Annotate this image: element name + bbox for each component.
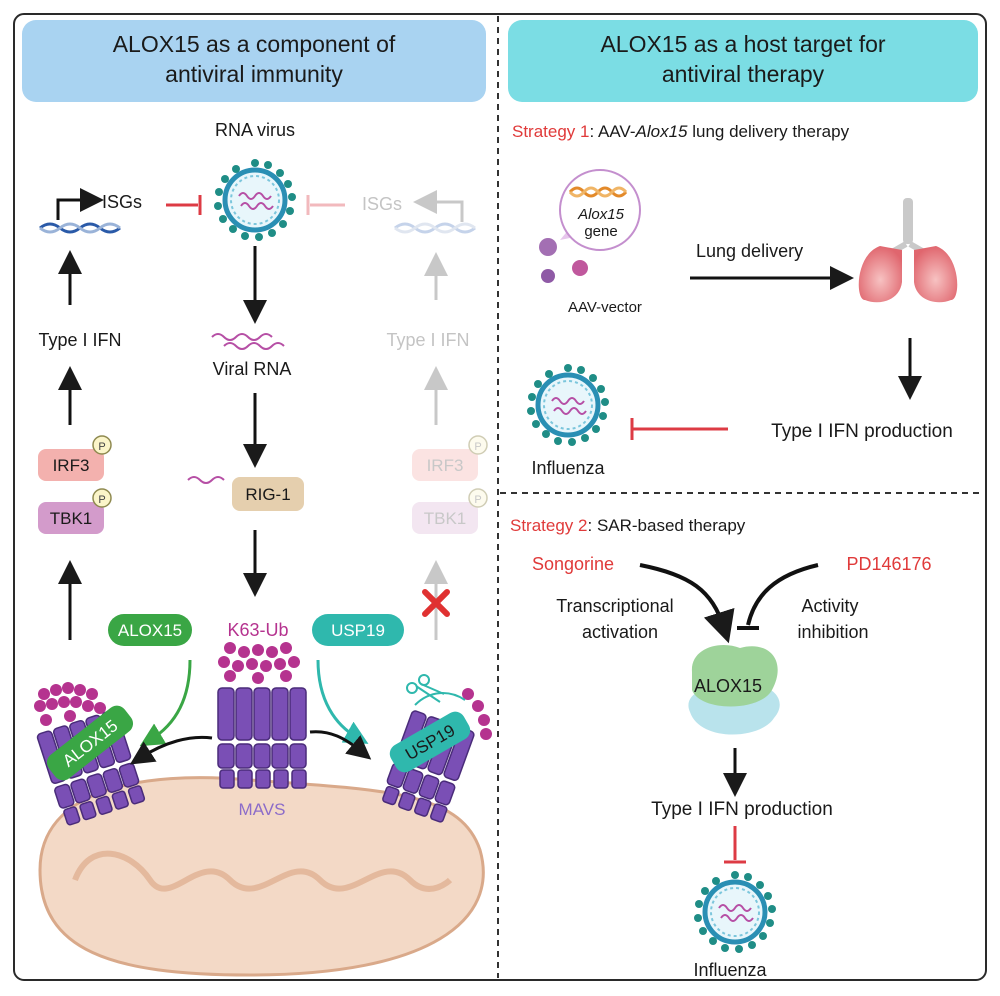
mavs-to-right-arrow bbox=[309, 730, 372, 760]
type1-ifn-faded-label: Type I IFN bbox=[386, 330, 469, 350]
inhibition-line bbox=[746, 563, 819, 626]
type1-ifn-active-label: Type I IFN bbox=[38, 330, 121, 350]
irf3-phospho-icon bbox=[92, 435, 112, 455]
strategy2-heading: Strategy 2: SAR-based therapy bbox=[510, 516, 746, 535]
scissors-icon bbox=[406, 674, 445, 703]
alox15-tag-label: ALOX15 bbox=[118, 621, 182, 640]
right-header-line1: ALOX15 as a host target for bbox=[600, 31, 885, 57]
tbk1-box bbox=[38, 502, 104, 534]
strategy1-text-a: : AAV- bbox=[590, 122, 636, 141]
lung-delivery-label: Lung delivery bbox=[696, 241, 803, 261]
gene-italic-label: Alox15 bbox=[577, 206, 625, 223]
irf3-label: IRF3 bbox=[53, 456, 90, 475]
rig1-label: RIG-1 bbox=[245, 485, 290, 504]
usp19-tag bbox=[312, 614, 404, 646]
rig1-rna-icon bbox=[187, 476, 225, 484]
viral-rna-label: Viral RNA bbox=[213, 359, 292, 379]
alox15-band bbox=[46, 705, 134, 781]
isg-promoter-arrow bbox=[56, 188, 104, 220]
activation-arrow bbox=[639, 563, 735, 644]
right-header-box bbox=[508, 20, 978, 102]
blocked-x-icon bbox=[422, 589, 450, 617]
usp19-band bbox=[389, 711, 471, 773]
mavs-cluster-icon bbox=[217, 642, 307, 789]
type1-ifn-production-2: Type I IFN production bbox=[651, 799, 833, 820]
aav-vector-label: AAV-vector bbox=[568, 299, 642, 316]
alox15-protein-label: ALOX15 bbox=[694, 676, 762, 696]
left-header-line2: antiviral immunity bbox=[165, 61, 343, 87]
left-header-box bbox=[22, 20, 486, 102]
viral-rna-icon bbox=[211, 333, 285, 350]
isgs-active-label: ISGs bbox=[102, 192, 142, 212]
mavs-label: MAVS bbox=[239, 800, 286, 819]
strategy2-text: : SAR-based therapy bbox=[588, 516, 746, 535]
isgs-faded-label: ISGs bbox=[362, 194, 402, 214]
tbk1-faded-phospho-label: P bbox=[474, 494, 481, 506]
mitochondrion-icon bbox=[38, 776, 485, 977]
usp19-tag-label: USP19 bbox=[331, 621, 385, 640]
alox15-protein-icon bbox=[688, 645, 780, 735]
activation-label: activation bbox=[582, 622, 658, 642]
irf3-faded-box bbox=[412, 449, 478, 481]
type1-ifn-production-1: Type I IFN production bbox=[771, 421, 953, 442]
tbk1-faded-phospho-icon bbox=[468, 488, 488, 508]
mavs-to-left-arrow bbox=[129, 735, 213, 765]
tbk1-faded-label: TBK1 bbox=[424, 509, 467, 528]
k63-ub-label: K63-Ub bbox=[227, 620, 288, 640]
irf3-phospho-label: P bbox=[98, 441, 105, 453]
gene-word-label: gene bbox=[584, 223, 617, 240]
mavs-usp19-cluster-icon bbox=[382, 674, 492, 823]
strategy1-text-italic: Alox15 bbox=[635, 122, 689, 141]
right-header-line2: antiviral therapy bbox=[662, 61, 825, 87]
tbk1-label: TBK1 bbox=[50, 509, 93, 528]
tbk1-phospho-label: P bbox=[98, 494, 105, 506]
usp19-curve-arrow bbox=[316, 659, 369, 744]
strategy1-text-b: lung delivery therapy bbox=[687, 122, 849, 141]
left-header-line1: ALOX15 as a component of bbox=[113, 31, 396, 57]
influenza-label-2: Influenza bbox=[693, 960, 767, 980]
inhibition-label: inhibition bbox=[797, 622, 868, 642]
rna-virus-label: RNA virus bbox=[215, 120, 295, 140]
strategy1-heading: Strategy 1: AAV-Alox15 lung delivery the… bbox=[512, 122, 850, 141]
tbk1-faded-box bbox=[412, 502, 478, 534]
irf3-faded-phospho-label: P bbox=[474, 441, 481, 453]
dna-helix-icon bbox=[568, 186, 628, 198]
rig1-box bbox=[232, 477, 304, 511]
isg-faded-arrow bbox=[413, 190, 464, 222]
irf3-faded-label: IRF3 bbox=[427, 456, 464, 475]
songorine-label: Songorine bbox=[532, 554, 614, 574]
influenza-label-1: Influenza bbox=[531, 458, 605, 478]
dna-icon-faded bbox=[394, 222, 476, 234]
activity-label: Activity bbox=[801, 596, 858, 616]
strategy1-prefix: Strategy 1 bbox=[512, 122, 590, 141]
tbk1-phospho-icon bbox=[92, 488, 112, 508]
transcriptional-label: Transcriptional bbox=[556, 596, 673, 616]
irf3-box bbox=[38, 449, 104, 481]
strategy2-prefix: Strategy 2 bbox=[510, 516, 588, 535]
alox15-tag bbox=[108, 614, 192, 646]
pd146176-label: PD146176 bbox=[846, 554, 931, 574]
lung-icon bbox=[858, 198, 958, 303]
dna-icon-active bbox=[39, 222, 121, 234]
alox15-curve-arrow bbox=[139, 659, 192, 747]
irf3-faded-phospho-icon bbox=[468, 435, 488, 455]
aav-vector-icon bbox=[539, 169, 641, 283]
